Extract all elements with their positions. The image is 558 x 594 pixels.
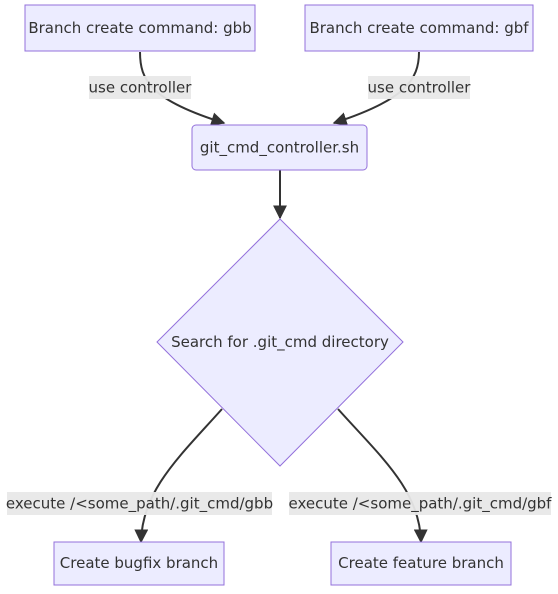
edge-label-text: execute /<some_path/.git_cmd/gbf (289, 495, 553, 514)
edge-label-text: execute /<some_path/.git_cmd/gbb (6, 495, 273, 514)
edge-label-search-feature: execute /<some_path/.git_cmd/gbf (289, 492, 553, 515)
node-feature: Create feature branch (330, 541, 512, 586)
edge-label-gbb-controller: use controller (89, 76, 193, 99)
node-search-decision: Search for .git_cmd directory (156, 218, 404, 467)
edge-search-to-bugfix (134, 408, 223, 544)
node-gbb: Branch create command: gbb (24, 4, 256, 52)
edge-label-search-bugfix: execute /<some_path/.git_cmd/gbb (6, 492, 273, 515)
edge-search-to-feature (337, 408, 428, 544)
node-label: git_cmd_controller.sh (200, 139, 359, 158)
node-controller: git_cmd_controller.sh (191, 124, 368, 171)
node-label: Search for .git_cmd directory (171, 333, 389, 352)
node-gbf: Branch create command: gbf (304, 4, 534, 52)
node-label: Create bugfix branch (60, 554, 218, 572)
edge-label-gbf-controller: use controller (368, 76, 472, 99)
node-label: Create feature branch (338, 554, 504, 572)
edge-label-text: use controller (89, 79, 193, 97)
node-bugfix: Create bugfix branch (53, 541, 225, 586)
node-label: Branch create command: gbf (309, 19, 529, 37)
edge-label-text: use controller (368, 79, 472, 97)
node-label: Branch create command: gbb (28, 19, 251, 37)
